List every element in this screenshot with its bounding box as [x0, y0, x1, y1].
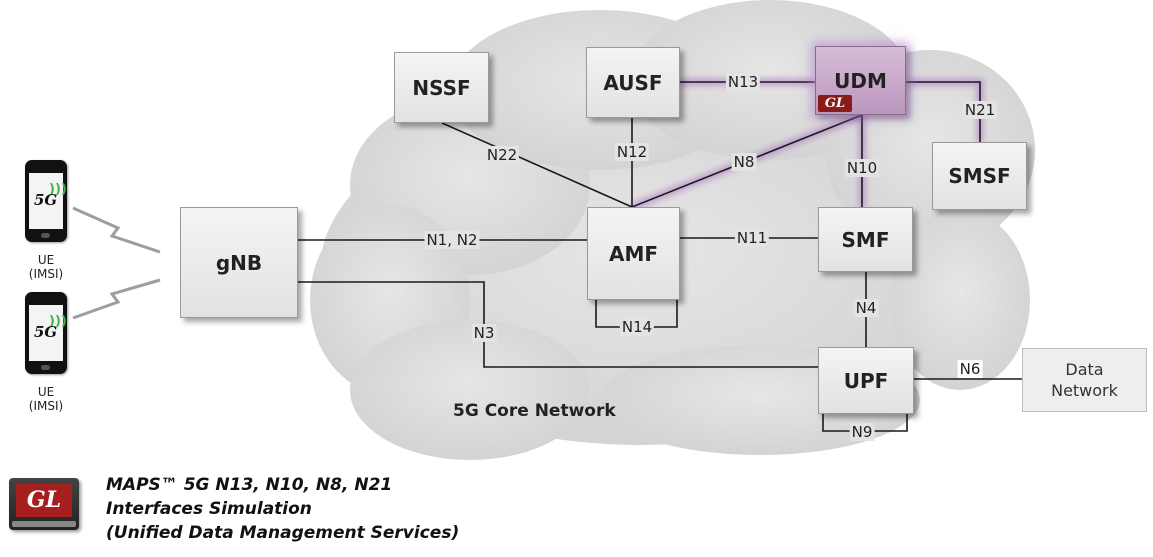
interface-label-n13: N13 — [725, 73, 761, 91]
ue-label-2: UE (IMSI) — [28, 385, 64, 413]
radio-link-ue1 — [72, 206, 161, 254]
interface-label-n11: N11 — [734, 229, 770, 247]
ausf-node: AUSF — [586, 47, 680, 118]
product-line-3: (Unified Data Management Services) — [106, 523, 460, 543]
5g-badge: 5G — [34, 323, 58, 341]
phone-screen: ))) 5G — [29, 173, 67, 229]
interface-label-n6: N6 — [957, 360, 983, 378]
home-button-icon — [41, 233, 50, 238]
interface-label-n4: N4 — [853, 299, 879, 317]
5g-badge: 5G — [34, 191, 58, 209]
interface-label-n9: N9 — [849, 423, 875, 441]
amf-node: AMF — [587, 207, 680, 300]
radio-link-ue2 — [72, 278, 161, 320]
ue-phone-2: ))) 5G — [25, 292, 67, 374]
interface-label-n8: N8 — [731, 153, 757, 171]
link-n22 — [441, 122, 633, 208]
interface-label-n3: N3 — [471, 324, 497, 342]
interface-label-n14: N14 — [619, 318, 655, 336]
smf-node: SMF — [818, 207, 913, 272]
ue-label-1: UE (IMSI) — [28, 253, 64, 281]
gnb-node: gNB — [180, 207, 298, 318]
smsf-node: SMSF — [932, 142, 1027, 210]
interface-label-n21: N21 — [962, 101, 998, 119]
product-line-1: MAPS™ 5G N13, N10, N8, N21 — [106, 475, 393, 495]
nssf-node: NSSF — [394, 52, 489, 123]
gl-badge: GL — [818, 95, 852, 112]
ue-phone-1: ))) 5G — [25, 160, 67, 242]
signal-waves-icon: ))) — [49, 182, 67, 197]
udm-label: UDM — [834, 68, 887, 93]
interface-label-n12: N12 — [614, 143, 650, 161]
interface-label-n22: N22 — [484, 146, 520, 164]
gl-logo-text: GL — [16, 484, 72, 517]
gl-logo-icon: GL — [9, 478, 79, 530]
core-network-label: 5G Core Network — [453, 401, 616, 421]
data-network-node: Data Network — [1022, 348, 1147, 412]
radio-links — [72, 206, 161, 320]
interface-label-n1-n2: N1, N2 — [424, 231, 480, 249]
udm-node: UDM GL — [815, 46, 906, 115]
link-n21 — [906, 81, 981, 142]
signal-waves-icon: ))) — [49, 314, 67, 329]
laptop-keyboard — [12, 521, 76, 527]
upf-node: UPF — [818, 347, 914, 414]
phone-screen: ))) 5G — [29, 305, 67, 361]
product-line-2: Interfaces Simulation — [106, 499, 312, 519]
home-button-icon — [41, 365, 50, 370]
interface-label-n10: N10 — [844, 159, 880, 177]
product-title: MAPS™ 5G N13, N10, N8, N21 Interfaces Si… — [106, 473, 459, 545]
